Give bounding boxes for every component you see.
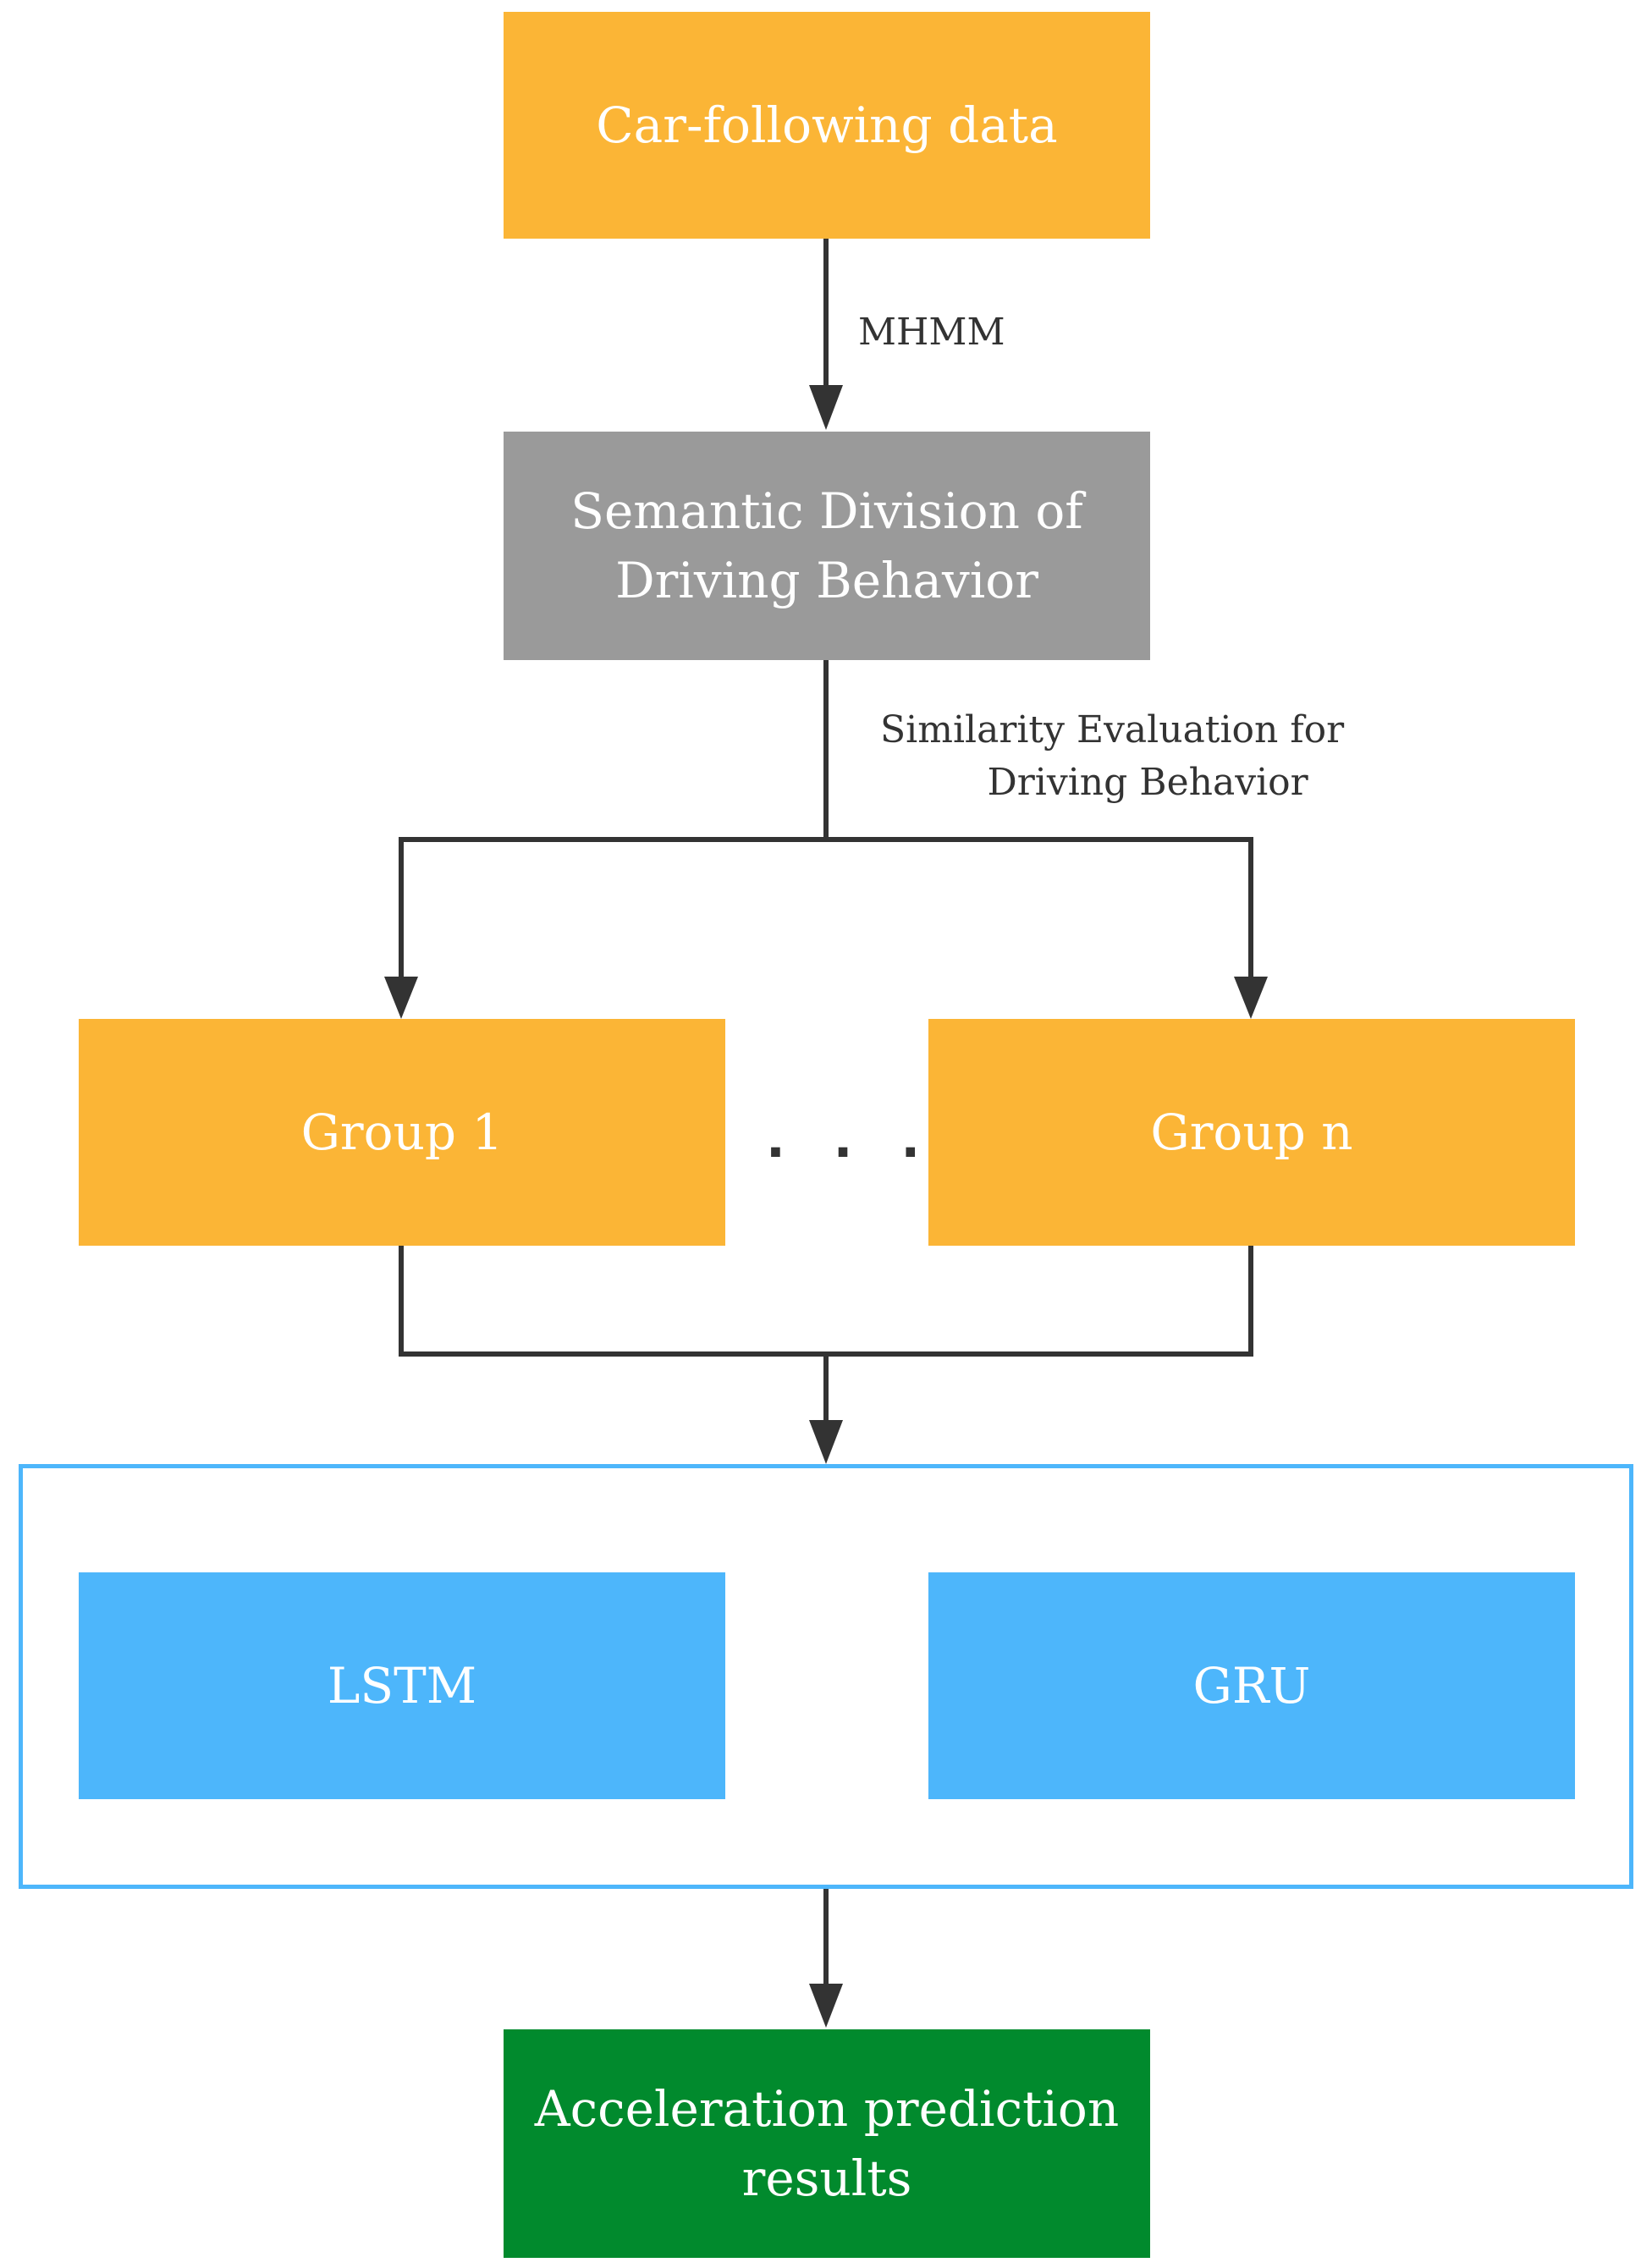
node-lstm-label: LSTM — [327, 1657, 477, 1715]
node-gru-label: GRU — [1192, 1657, 1311, 1715]
ellipsis: . . . — [766, 1110, 936, 1170]
node-lstm: LSTM — [79, 1572, 725, 1799]
merge-bar — [399, 1246, 1253, 1357]
arrowhead-mhmm — [809, 385, 843, 430]
node-semantic-division-line-2: Driving Behavior — [615, 552, 1038, 609]
node-group-n: Group n — [928, 1019, 1575, 1246]
node-gru: GRU — [928, 1572, 1575, 1799]
split-bar — [399, 837, 1253, 977]
node-acceleration-prediction-line-1: Acceleration prediction — [534, 2080, 1120, 2138]
node-semantic-division-line-1: Semantic Division of — [570, 482, 1083, 540]
node-acceleration-prediction-line-2: results — [741, 2150, 912, 2207]
model-container — [19, 1464, 1633, 1889]
node-car-following-data: Car-following data — [504, 12, 1150, 239]
node-group-1: Group 1 — [79, 1019, 725, 1246]
node-group-1-label: Group 1 — [300, 1104, 504, 1161]
node-car-following-data-label: Car-following data — [596, 96, 1058, 154]
node-semantic-division: Semantic Division of Driving Behavior — [504, 432, 1150, 660]
edge-label-similarity-evaluation: Similarity Evaluation for Driving Behavi… — [880, 704, 1344, 809]
arrowhead-group-n — [1234, 977, 1268, 1019]
node-group-n-label: Group n — [1150, 1104, 1353, 1161]
arrowhead-model-container — [809, 1420, 843, 1464]
edge-label-similarity-line-1: Similarity Evaluation for — [880, 708, 1345, 751]
arrowhead-group-1 — [384, 977, 418, 1019]
node-acceleration-prediction: Acceleration prediction results — [504, 2029, 1150, 2258]
edge-label-mhmm: MHMM — [858, 311, 1005, 354]
edge-label-similarity-line-2: Driving Behavior — [987, 761, 1308, 804]
arrowhead-output — [809, 1984, 843, 2028]
